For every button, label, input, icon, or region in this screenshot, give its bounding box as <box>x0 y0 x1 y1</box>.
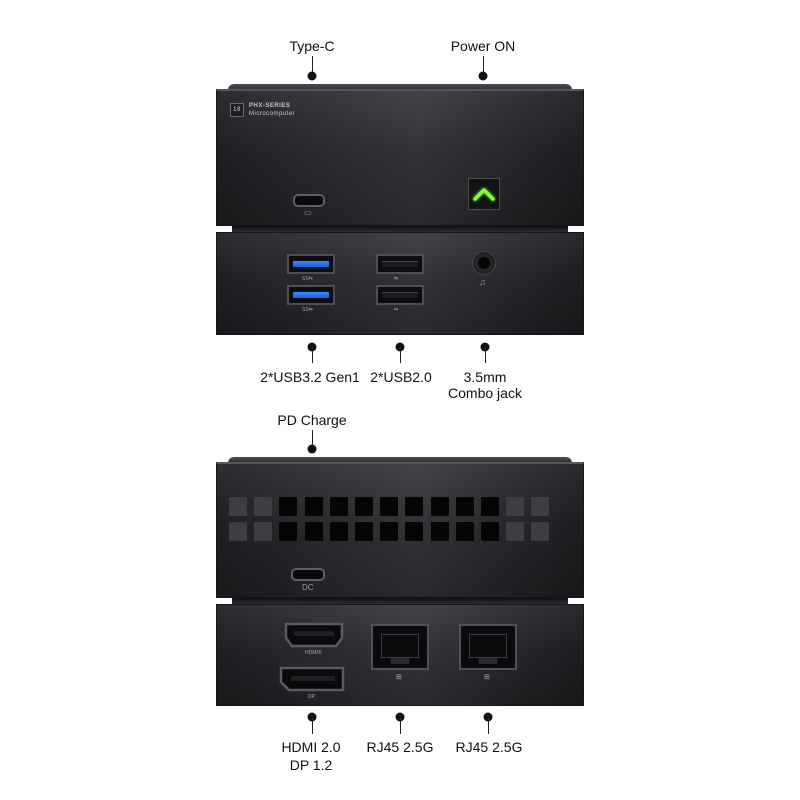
dp-mark: DP <box>308 694 315 700</box>
leader-line <box>312 717 313 734</box>
vent-slot <box>506 522 525 541</box>
brand-badge: 18 <box>230 103 244 117</box>
vent-slot <box>279 497 298 516</box>
vent-slot <box>329 497 348 516</box>
top-unit-lid <box>228 84 572 90</box>
callout-power-on: Power ON <box>450 38 516 54</box>
callout-hdmi: HDMI 2.0 <box>281 739 341 755</box>
usb3-port <box>287 254 335 274</box>
power-led-chevron-icon <box>473 188 495 201</box>
usb3-mark: SS⇆ <box>302 307 313 313</box>
usb3-mark: SS⇆ <box>302 276 313 282</box>
unit-seam <box>232 598 568 604</box>
vent-slot <box>405 497 424 516</box>
vent-slot <box>455 522 474 541</box>
displayport-port <box>279 666 345 692</box>
vent-slot <box>531 522 550 541</box>
leader-line <box>312 56 313 76</box>
rear-unit-lid <box>228 457 572 463</box>
headset-icon: ♫ <box>479 277 486 287</box>
callout-combo-jack-line1: 3.5mm <box>463 369 507 385</box>
callout-usb32: 2*USB3.2 Gen1 <box>260 369 360 385</box>
pd-charge-mark: DC <box>302 583 314 592</box>
vent-slot <box>455 497 474 516</box>
callout-dp: DP 1.2 <box>289 757 333 773</box>
callout-rj45-2: RJ45 2.5G <box>455 739 523 755</box>
rj45-port <box>371 624 429 670</box>
vent-slot <box>430 522 449 541</box>
leader-line <box>312 430 313 449</box>
callout-dot <box>478 71 488 81</box>
vent-slot <box>229 522 247 541</box>
usb3-port <box>287 285 335 305</box>
callout-usb20: 2*USB2.0 <box>370 369 432 385</box>
vent-slot <box>405 522 424 541</box>
callout-type-c: Type-C <box>289 38 335 54</box>
vent-slot <box>304 522 323 541</box>
vent-slot <box>380 522 399 541</box>
power-button[interactable] <box>468 178 500 210</box>
vent-slot <box>329 522 348 541</box>
vent-slot <box>481 522 499 541</box>
rj45-port <box>459 624 517 670</box>
type-c-port <box>293 194 325 207</box>
usb2-port <box>376 285 424 305</box>
usb2-mark: ⇆ <box>394 307 399 313</box>
callout-pd-charge: PD Charge <box>277 412 347 428</box>
series-name: PHX-SERIES <box>249 103 291 109</box>
callout-rj45-1: RJ45 2.5G <box>366 739 434 755</box>
usb2-mark: ⇆ <box>394 276 399 282</box>
leader-line <box>400 347 401 363</box>
vent-slot <box>355 497 373 516</box>
audio-jack <box>472 251 496 275</box>
leader-line <box>483 56 484 76</box>
lan-icon: ⊞ <box>396 674 402 681</box>
type-c-icon: ▭ <box>304 208 312 217</box>
leader-line <box>400 717 401 734</box>
hdmi-port <box>284 622 344 648</box>
lan-icon: ⊞ <box>484 674 490 681</box>
vent-slot <box>481 497 499 516</box>
callout-dot <box>307 444 317 454</box>
vent-slot <box>304 497 323 516</box>
vent-slot <box>531 497 550 516</box>
vent-slot <box>506 497 525 516</box>
vent-slot <box>254 522 273 541</box>
vent-slot <box>355 522 373 541</box>
series-subtitle: Microcomputer <box>249 111 296 117</box>
usb2-port <box>376 254 424 274</box>
vent-slot <box>380 497 399 516</box>
unit-seam <box>232 226 568 232</box>
vent-slot <box>430 497 449 516</box>
vent-slot <box>254 497 273 516</box>
top-unit-lower-body <box>216 232 584 335</box>
leader-line <box>488 717 489 734</box>
vent-slot <box>229 497 247 516</box>
vent-slot <box>279 522 298 541</box>
leader-line <box>312 347 313 363</box>
hdmi-mark: HDMI® <box>305 650 322 656</box>
callout-dot <box>307 71 317 81</box>
pd-charge-port <box>291 568 325 581</box>
callout-combo-jack-line2: Combo jack <box>448 385 522 401</box>
leader-line <box>485 347 486 363</box>
brand-label: 18 PHX-SERIES Microcomputer <box>230 102 295 118</box>
